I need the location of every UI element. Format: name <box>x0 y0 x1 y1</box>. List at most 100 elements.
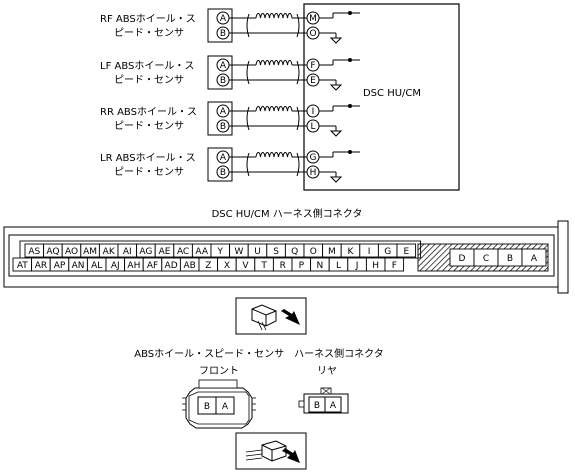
harness-pin-label: N <box>317 261 324 271</box>
twisted-wire <box>255 152 293 158</box>
arrow-icon <box>281 309 300 325</box>
harness-pin-label: AI <box>123 247 132 257</box>
harness-pin-label: AC <box>177 247 189 257</box>
twisted-wire <box>255 60 293 66</box>
twisted-wire <box>255 13 293 19</box>
harness-pin-cell <box>384 257 405 272</box>
harness-pin-label: AQ <box>46 247 59 257</box>
module-pin-label: F <box>310 61 315 71</box>
module-pin-label: E <box>310 76 316 86</box>
sensor-connector-block <box>207 101 233 136</box>
harness-pin-label: U <box>254 247 261 257</box>
harness-pin-cell <box>396 243 417 258</box>
sensor-pin-label: B <box>220 76 226 86</box>
harness-pin-label: A <box>531 254 538 264</box>
module-pin-label: L <box>310 122 315 132</box>
ground-icon <box>329 37 343 44</box>
harness-pin-label: H <box>372 261 379 271</box>
harness-pin-label: AM <box>83 247 97 257</box>
sensor-circuit-0: RF ABSホイール・スピード・センサ AB MO <box>100 8 360 44</box>
harness-connector-title: DSC HU/CM ハーネス側コネクタ <box>212 207 363 220</box>
harness-pin-label: AT <box>17 261 28 271</box>
sensor-pin-label: A <box>220 14 227 24</box>
harness-pin-label: V <box>242 261 249 271</box>
front-label: フロント <box>199 366 239 377</box>
harness-pin-label: C <box>483 254 489 264</box>
sensor-pin-label: B <box>220 168 226 178</box>
dsc-module-label: DSC HU/CM <box>363 88 421 99</box>
harness-pin-label: AN <box>72 261 85 271</box>
rear-label: リヤ <box>317 366 337 377</box>
harness-pin-label: AA <box>195 247 208 257</box>
sensor-label-line1: LR ABSホイール・ス <box>100 152 196 164</box>
module-pin-label: O <box>309 29 316 39</box>
harness-pin-label: AF <box>147 261 158 271</box>
harness-pin-label: J <box>355 261 359 271</box>
harness-connector-inner <box>8 234 555 277</box>
ground-icon <box>329 130 343 137</box>
harness-pin-label: X <box>224 261 230 271</box>
module-pin-label: I <box>312 107 315 117</box>
harness-pin-label: M <box>328 247 336 257</box>
harness-pin-label: I <box>368 247 371 257</box>
sensor-pin-label: A <box>220 107 227 117</box>
harness-pin-label: F <box>392 261 397 271</box>
harness-pin-label: Q <box>291 247 298 257</box>
sensor-pin-label: A <box>220 153 227 163</box>
harness-pin-label: AE <box>159 247 171 257</box>
harness-pin-label: AP <box>54 261 66 271</box>
harness-pin-label: R <box>280 261 286 271</box>
harness-pin-label: O <box>310 247 317 257</box>
harness-pin-label: AD <box>165 261 178 271</box>
connector-view-icon-bottom <box>235 432 307 470</box>
harness-pin-label: K <box>348 247 355 257</box>
sensor-label-line2: ピード・センサ <box>114 27 184 39</box>
harness-pin-label: AG <box>139 247 152 257</box>
module-pin-label: M <box>309 14 317 24</box>
front-pin-b: B <box>204 402 210 412</box>
harness-pin-label: AL <box>91 261 102 271</box>
harness-pin-label: T <box>260 261 267 271</box>
harness-pin-label: B <box>507 254 513 264</box>
harness-pin-label: AO <box>65 247 78 257</box>
rear-sensor-connector: B A <box>298 387 349 414</box>
harness-pin-label: G <box>384 247 391 257</box>
sensor-label-line1: LF ABSホイール・ス <box>100 60 194 72</box>
harness-pin-cell <box>521 248 547 267</box>
harness-pin-label: Z <box>205 261 211 271</box>
front-pin-a: A <box>222 402 229 412</box>
front-sensor-connector: B A <box>182 379 256 429</box>
sensor-pin-label: B <box>220 122 226 132</box>
rear-pin-b: B <box>314 401 320 411</box>
sensor-connector-block <box>207 8 233 43</box>
twisted-wire <box>255 106 293 112</box>
connector-view-icon-top <box>235 297 307 335</box>
harness-pin-label: S <box>273 247 279 257</box>
sensor-label-line2: ピード・センサ <box>114 74 184 86</box>
harness-pin-label: P <box>299 261 305 271</box>
harness-pin-label: AK <box>103 247 116 257</box>
sensor-pin-label: B <box>220 29 226 39</box>
sensor-connector-title: ABSホイール・スピード・センサ ハーネス側コネクタ <box>134 347 383 360</box>
harness-pin-label: W <box>234 247 243 257</box>
harness-pin-label: AH <box>127 261 140 271</box>
arrow-icon <box>282 448 300 463</box>
harness-pin-label: D <box>459 254 466 264</box>
sensor-label-line2: ピード・センサ <box>114 120 184 132</box>
sensor-circuit-1: LF ABSホイール・スピード・センサ AB FE <box>100 55 360 91</box>
harness-pin-label: AJ <box>111 261 120 271</box>
harness-pin-label: Y <box>217 247 224 257</box>
sensor-pin-label: A <box>220 61 227 71</box>
harness-connector-right-tab <box>557 220 569 294</box>
harness-pin-label: E <box>403 247 409 257</box>
sensor-label-line1: RF ABSホイール・ス <box>100 13 196 25</box>
sensor-connector-block <box>207 55 233 90</box>
harness-pin-label: AS <box>28 247 40 257</box>
rear-pin-a: A <box>330 401 337 411</box>
harness-pin-label: L <box>336 261 341 271</box>
